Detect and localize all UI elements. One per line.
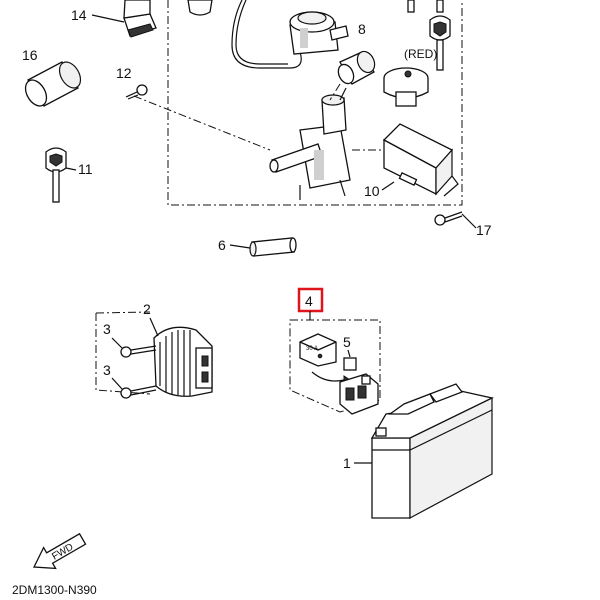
callout-14: 14 xyxy=(71,7,87,23)
part-1-battery xyxy=(370,383,494,520)
callout-11: 11 xyxy=(78,161,93,177)
callout-2: 2 xyxy=(143,301,151,317)
fuse-30a: 30 A xyxy=(299,333,337,367)
red-key-label: (RED) xyxy=(404,47,437,61)
callout-12: 12 xyxy=(116,65,132,81)
part-2-rectifier xyxy=(153,326,213,397)
lock-cylinder xyxy=(337,50,376,85)
part-3-bolt-lower xyxy=(120,385,157,399)
wire-harness xyxy=(231,0,302,69)
part-17-screw xyxy=(434,211,463,226)
callout-10: 10 xyxy=(364,183,380,199)
part-6-collar xyxy=(249,237,297,257)
part-3-bolt-upper xyxy=(120,345,157,358)
diagram-code: 2DM1300-N390 xyxy=(12,583,97,597)
callout-3-lower: 3 xyxy=(103,362,111,378)
callout-17: 17 xyxy=(476,222,492,238)
part-11-key xyxy=(45,147,67,203)
part-14-bracket xyxy=(123,0,157,38)
part-8-main-switch xyxy=(289,11,349,55)
part-10-relay xyxy=(382,123,459,197)
callout-6: 6 xyxy=(218,237,226,253)
part-5-spare-fuse xyxy=(343,357,357,371)
callout-8: 8 xyxy=(358,21,366,37)
part-key-red xyxy=(429,0,451,71)
part-12-screw xyxy=(125,84,148,100)
callout-1: 1 xyxy=(343,455,351,471)
callout-5: 5 xyxy=(343,334,351,350)
starter-relay xyxy=(339,373,379,415)
key-blank-top xyxy=(407,0,415,13)
relay-group-boundary xyxy=(289,319,381,413)
switch-assembly xyxy=(269,94,351,200)
fwd-label: FWD xyxy=(50,542,75,563)
ignition-group-boundary xyxy=(167,0,463,206)
part-16-cylinder xyxy=(24,61,82,107)
callout-4: 4 xyxy=(305,293,313,309)
fwd-direction-arrow: FWD xyxy=(33,532,87,570)
callout-3-upper: 3 xyxy=(103,321,111,337)
callout-16: 16 xyxy=(22,47,38,63)
fuse-rating-label: 30 A xyxy=(306,346,318,352)
seat-lock-cap xyxy=(383,67,429,107)
